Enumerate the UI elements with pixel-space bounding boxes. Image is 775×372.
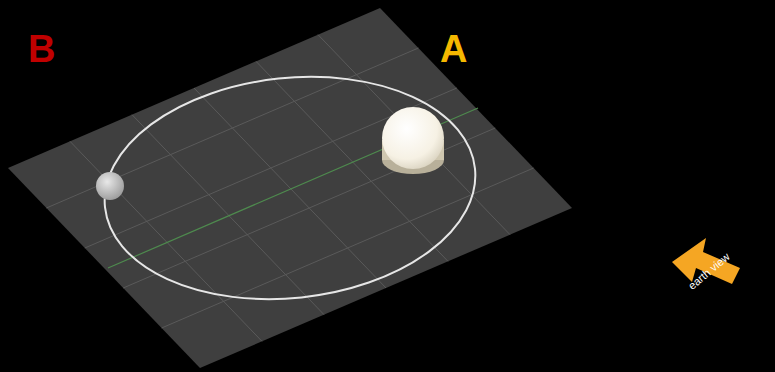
grid-line: [70, 141, 262, 341]
point-label: B: [28, 30, 55, 68]
plane-grid: [46, 35, 533, 342]
grid-line: [132, 115, 324, 315]
grid-line: [194, 88, 386, 288]
planet-sphere: [96, 172, 124, 200]
sun-sphere: [382, 107, 444, 169]
grid-line: [256, 61, 448, 261]
orbital-plane: [8, 8, 572, 368]
point-label: A: [440, 30, 467, 68]
orbit-ellipse: [94, 59, 487, 317]
major-axis-line: [108, 108, 478, 268]
grid-line: [318, 35, 510, 235]
grid-line: [162, 168, 534, 328]
